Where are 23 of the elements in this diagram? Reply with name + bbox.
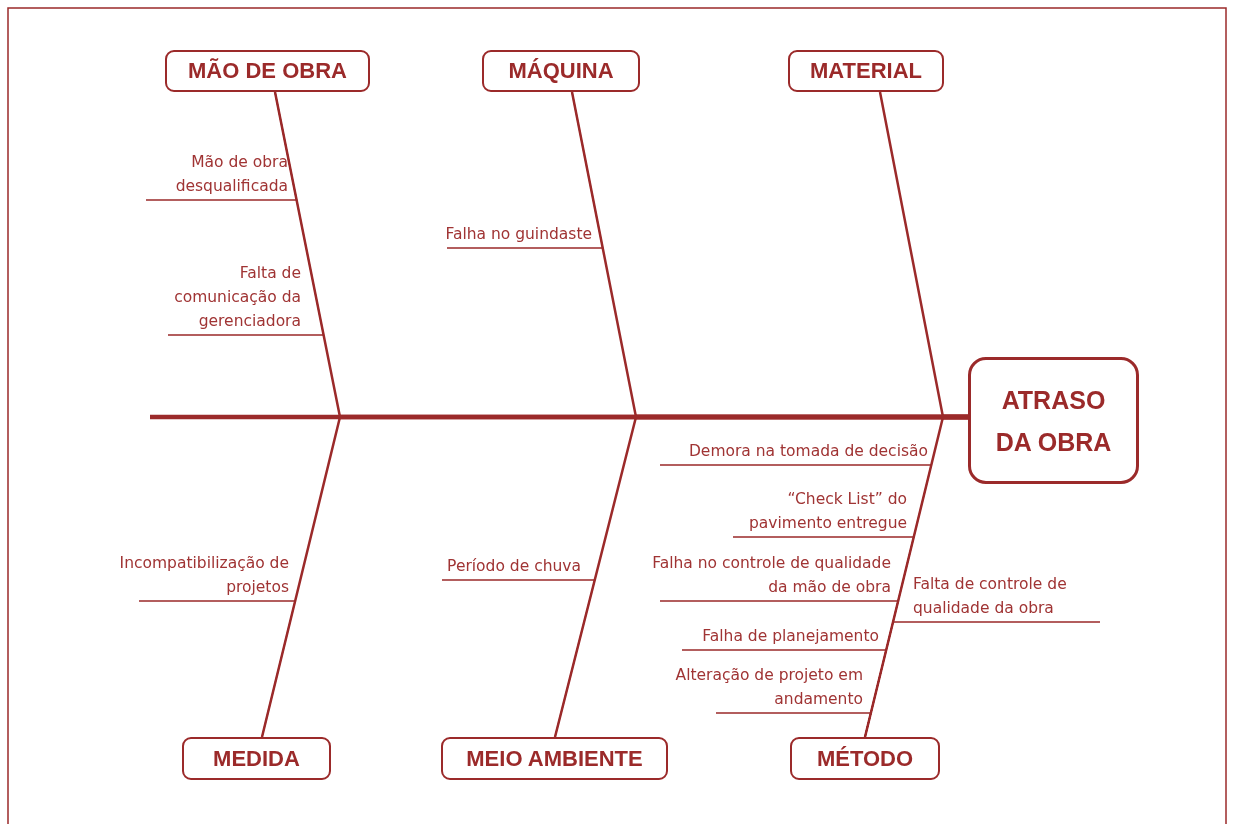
cause-line: [715, 712, 872, 738]
category-box: MÉTODO: [790, 737, 940, 780]
cause-text: Demora na tomada de decisão: [688, 439, 928, 463]
cause-text: Falta de controle de qualidade da obra: [913, 572, 1103, 620]
category-box: MATERIAL: [788, 50, 944, 92]
cause-line: [441, 579, 596, 738]
category-box: MEDIDA: [182, 737, 331, 780]
cause-text: Período de chuva: [447, 554, 581, 578]
cause-text: “Check List” do pavimento entregue: [712, 487, 907, 535]
cause-text: Mão de obra desqualificada: [158, 150, 288, 198]
cause-text: Incompatibilização de projetos: [109, 551, 289, 599]
cause-text: Falha no controle de qualidade da mão de obra: [636, 551, 891, 599]
category-box: MÁQUINA: [482, 50, 640, 92]
category-box: MÃO DE OBRA: [165, 50, 370, 92]
category-box: MEIO AMBIENTE: [441, 737, 668, 780]
cause-text: Falta de comunicação da gerenciadora: [141, 261, 301, 333]
cause-line: [167, 91, 325, 336]
cause-text: Falha de planejamento: [702, 624, 879, 648]
cause-line: [446, 91, 604, 249]
effect-box: ATRASO DA OBRA: [968, 357, 1139, 484]
cause-text: Falha no guindaste: [445, 222, 592, 246]
cause-line: [138, 600, 296, 738]
cause-text: Alteração de projeto em andamento: [638, 663, 863, 711]
